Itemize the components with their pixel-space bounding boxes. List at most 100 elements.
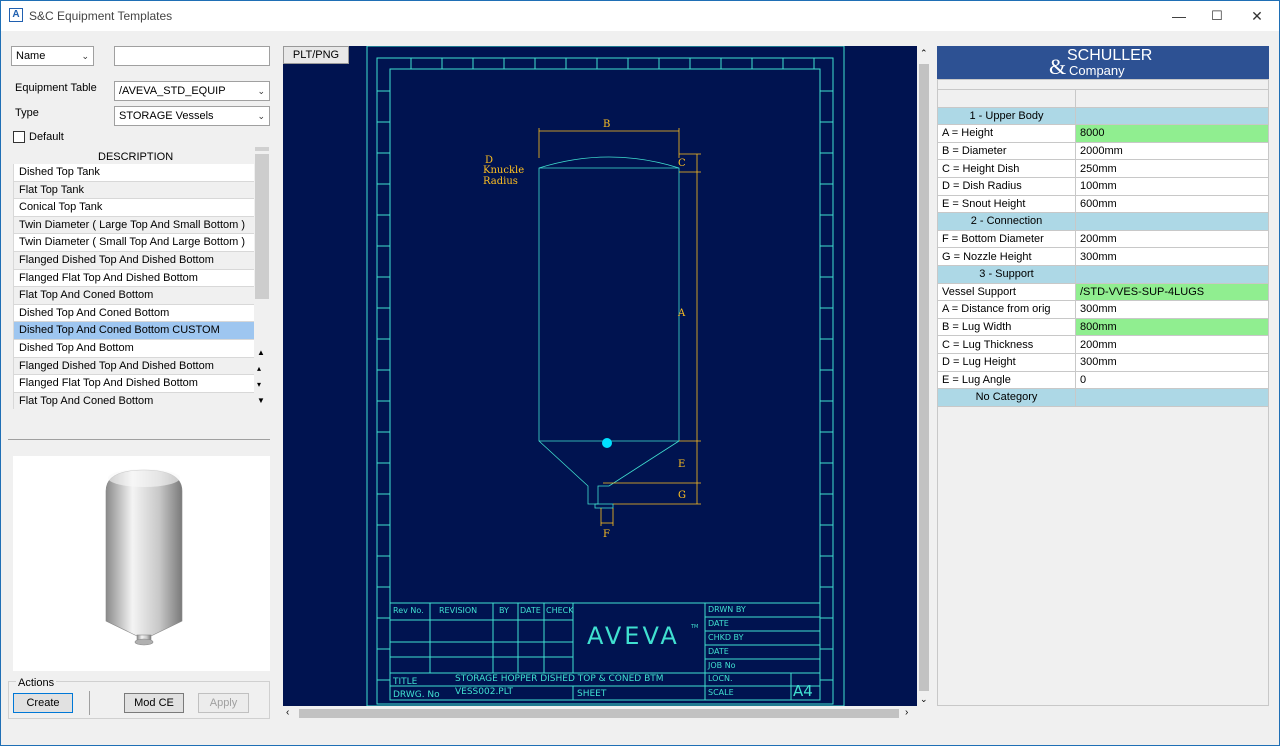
list-item[interactable]: Flanged Dished Top And Dished Bottom — [13, 357, 254, 376]
param-name: C = Lug Thickness — [937, 335, 1076, 354]
list-scrollbar[interactable]: ▲ ▴ ▾ ▼ — [254, 146, 270, 409]
create-button[interactable]: Create — [13, 693, 73, 713]
chevron-down-icon: ⌄ — [257, 111, 265, 121]
list-item[interactable]: Twin Diameter ( Small Top And Large Bott… — [13, 234, 254, 252]
list-item[interactable]: Flat Top And Coned Bottom — [13, 287, 254, 305]
list-item[interactable]: Flanged Flat Top And Dished Bottom — [13, 269, 254, 288]
list-item[interactable]: Flanged Flat Top And Dished Bottom — [13, 375, 254, 393]
filter-input[interactable] — [114, 46, 270, 66]
tb-revision: REVISION — [439, 606, 477, 615]
category-row[interactable]: No Category — [937, 388, 1269, 407]
param-value[interactable]: 100mm — [1075, 176, 1269, 196]
list-item[interactable]: Flat Top Tank — [13, 181, 254, 200]
type-select[interactable]: STORAGE Vessels ⌄ — [114, 106, 270, 126]
drawing-hscrollbar[interactable]: ‹ › — [283, 706, 917, 721]
param-name: Vessel Support — [937, 282, 1076, 302]
category-row[interactable]: 1 - Upper Body — [937, 106, 1269, 126]
scroll-right-icon[interactable]: › — [905, 707, 909, 718]
dim-a: A — [677, 308, 686, 319]
list-item[interactable]: Flat Top And Coned Bottom — [13, 392, 254, 409]
close-button[interactable]: ✕ — [1251, 8, 1263, 24]
tab-plt-png[interactable]: PLT/PNG — [283, 46, 349, 64]
apply-button[interactable]: Apply — [198, 693, 249, 713]
mod-ce-button[interactable]: Mod CE — [124, 693, 184, 713]
tb-by: BY — [499, 606, 509, 615]
hscroll-thumb[interactable] — [299, 709, 899, 718]
tb-title-value: STORAGE HOPPER DISHED TOP & CONED BTM — [455, 674, 664, 684]
tb-size: A4 — [793, 682, 813, 700]
company-logo: & SCHULLER Company — [937, 46, 1269, 79]
param-value[interactable]: 600mm — [1075, 194, 1269, 214]
param-value[interactable]: 800mm — [1075, 317, 1269, 337]
minimize-button[interactable]: — — [1172, 8, 1186, 24]
list-item[interactable]: Conical Top Tank — [13, 199, 254, 217]
scroll-up-icon[interactable]: ⌃ — [920, 48, 928, 58]
scrollbar-thumb[interactable] — [255, 154, 269, 299]
tb-scale: SCALE — [708, 688, 734, 697]
param-name: A = Height — [937, 124, 1076, 143]
param-row[interactable]: Vessel Support/STD-VVES-SUP-4LUGS — [937, 282, 1269, 302]
param-value[interactable]: 200mm — [1075, 335, 1269, 354]
list-item[interactable]: Twin Diameter ( Large Top And Small Bott… — [13, 216, 254, 235]
chevron-down-icon: ⌄ — [257, 86, 265, 96]
dim-b: B — [603, 119, 610, 130]
scroll-up-icon[interactable]: ▴ — [257, 364, 262, 373]
param-value[interactable]: 300mm — [1075, 352, 1269, 372]
scroll-down-icon[interactable]: ▾ — [257, 380, 262, 389]
list-item[interactable]: Flanged Dished Top And Dished Bottom — [13, 251, 254, 270]
tb-check: CHECK — [546, 606, 574, 615]
dim-e: E — [678, 459, 685, 470]
param-name: A = Distance from orig — [937, 300, 1076, 319]
param-name: F = Bottom Diameter — [937, 229, 1076, 249]
drawing-vscrollbar[interactable]: ⌃ ⌄ — [917, 46, 931, 706]
equipment-table-select[interactable]: /AVEVA_STD_EQUIP ⌄ — [114, 81, 270, 101]
filter-field-value: Name — [16, 50, 46, 62]
category-row[interactable]: 2 - Connection — [937, 212, 1269, 231]
param-value[interactable]: /STD-VVES-SUP-4LUGS — [1075, 282, 1269, 302]
param-value — [1075, 212, 1269, 231]
list-item[interactable]: Dished Top And Coned Bottom — [13, 304, 254, 323]
param-value — [1075, 264, 1269, 284]
param-value[interactable]: 300mm — [1075, 300, 1269, 319]
param-name: E = Lug Angle — [937, 370, 1076, 390]
scroll-down-icon[interactable]: ⌄ — [920, 694, 928, 704]
frame-inner — [389, 68, 821, 701]
list-item[interactable]: Dished Top And Coned Bottom CUSTOM — [13, 322, 254, 340]
dim-knuckle: Knuckle — [483, 165, 524, 176]
scroll-top-icon[interactable]: ▲ — [257, 348, 265, 357]
frame-ticks — [377, 58, 833, 681]
category-row[interactable]: 3 - Support — [937, 264, 1269, 284]
scroll-left-icon[interactable]: ‹ — [286, 707, 290, 718]
equipment-table-value: /AVEVA_STD_EQUIP — [119, 85, 226, 97]
param-value[interactable]: 2000mm — [1075, 141, 1269, 161]
param-value[interactable]: 0 — [1075, 370, 1269, 390]
default-checkbox[interactable] — [13, 131, 25, 143]
param-value[interactable]: 300mm — [1075, 247, 1269, 266]
list-item[interactable]: Dished Top And Bottom — [13, 339, 254, 358]
filter-field-select[interactable]: Name ⌄ — [11, 46, 94, 66]
maximize-button[interactable]: ☐ — [1211, 8, 1223, 23]
param-value[interactable]: 200mm — [1075, 229, 1269, 249]
list-item[interactable]: Dished Top Tank — [13, 164, 254, 182]
drawing-canvas: B C D Knuckle Radius A E G F Rev No. REV… — [366, 46, 845, 706]
param-value[interactable]: 250mm — [1075, 159, 1269, 178]
type-value: STORAGE Vessels — [119, 110, 214, 122]
param-value[interactable]: 8000 — [1075, 124, 1269, 143]
param-name: E = Snout Height — [937, 194, 1076, 214]
drawing-pane: B C D Knuckle Radius A E G F Rev No. REV… — [283, 46, 917, 706]
scroll-bottom-icon[interactable]: ▼ — [257, 396, 265, 405]
vscroll-thumb[interactable] — [919, 64, 929, 691]
